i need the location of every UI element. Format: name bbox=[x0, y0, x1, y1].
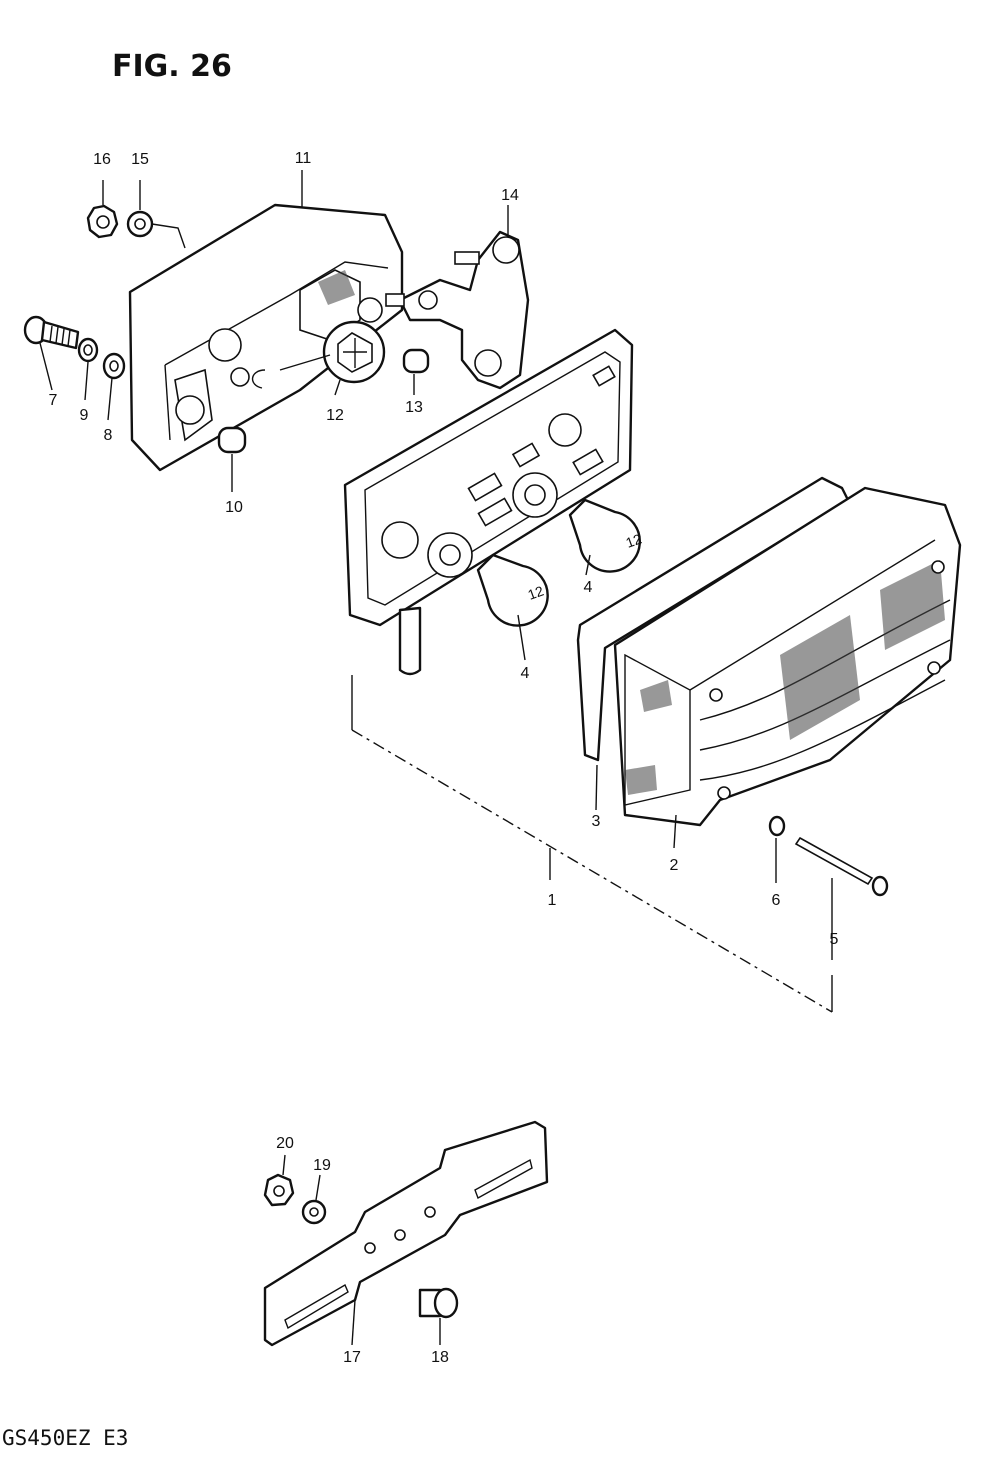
label-part-15: 15 bbox=[131, 151, 149, 168]
label-part-11: 11 bbox=[295, 150, 312, 167]
part-4-bulb-lower: 12 bbox=[476, 553, 549, 627]
assembly-bracket-1 bbox=[351, 675, 833, 1013]
label-part-7: 7 bbox=[49, 392, 58, 409]
part-13-grommet bbox=[402, 348, 430, 374]
label-part-13: 13 bbox=[405, 399, 423, 416]
part-10-grommet bbox=[217, 426, 247, 454]
part-20-nut bbox=[263, 1173, 295, 1207]
model-code: GS450EZ E3 bbox=[2, 1426, 128, 1450]
lamp-base bbox=[343, 328, 634, 676]
part-9-washer bbox=[77, 337, 99, 363]
part-15-lock-washer bbox=[126, 210, 186, 249]
leader-lines bbox=[39, 170, 833, 1346]
label-part-9: 9 bbox=[80, 407, 89, 424]
part-4-bulb-upper: 12 bbox=[568, 498, 644, 573]
label-part-18: 18 bbox=[431, 1349, 449, 1366]
part-12-socket-plate bbox=[251, 320, 386, 389]
part-5-screw bbox=[794, 836, 889, 897]
label-part-17: 17 bbox=[343, 1349, 361, 1366]
part-3-gasket bbox=[576, 476, 850, 762]
label-part-19: 19 bbox=[313, 1157, 331, 1174]
part-17-plate-bracket bbox=[263, 1120, 549, 1347]
label-part-10: 10 bbox=[225, 499, 243, 516]
part-2-lens bbox=[613, 486, 962, 827]
label-part-12: 12 bbox=[326, 407, 344, 424]
part-19-washer bbox=[301, 1199, 327, 1225]
label-part-8: 8 bbox=[104, 427, 113, 444]
part-16-nut bbox=[86, 204, 119, 239]
label-part-14: 14 bbox=[501, 187, 519, 204]
svg-text:12: 12 bbox=[526, 582, 546, 602]
label-part-5: 5 bbox=[830, 931, 839, 948]
label-part-4-upper: 4 bbox=[584, 579, 593, 596]
svg-text:12: 12 bbox=[624, 530, 644, 550]
label-part-3: 3 bbox=[592, 813, 601, 830]
label-part-16: 16 bbox=[93, 151, 111, 168]
label-part-20: 20 bbox=[276, 1135, 294, 1152]
part-8-washer bbox=[102, 352, 126, 380]
label-part-1: 1 bbox=[548, 892, 557, 909]
label-part-4-lower: 4 bbox=[521, 665, 530, 682]
label-part-6: 6 bbox=[772, 892, 781, 909]
figure-title: FIG. 26 bbox=[112, 49, 232, 84]
part-14-bracket bbox=[385, 230, 530, 390]
part-18-bolt bbox=[418, 1287, 459, 1319]
part-6-washer bbox=[768, 815, 786, 837]
label-part-2: 2 bbox=[670, 857, 679, 874]
part-7-bolt bbox=[23, 315, 80, 350]
